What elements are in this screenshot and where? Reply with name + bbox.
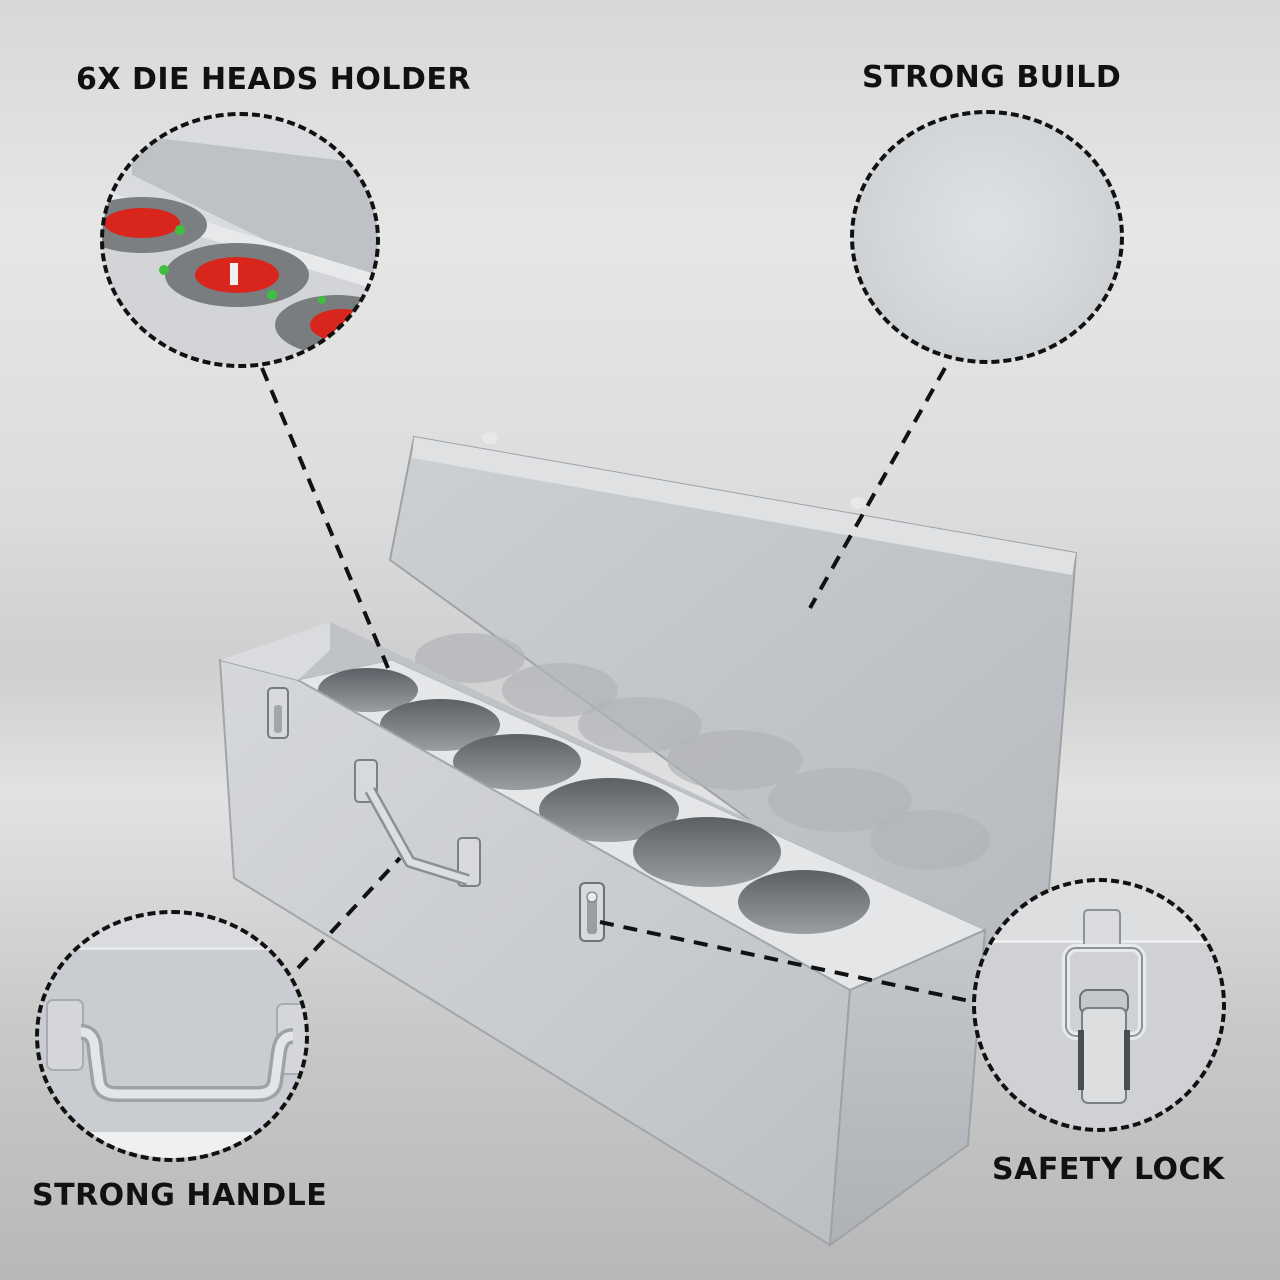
label-strong-handle: STRONG HANDLE [32,1178,328,1213]
label-die-heads-holder: 6X DIE HEADS HOLDER [76,62,471,97]
latch-left [267,687,289,739]
slot-4 [539,778,679,842]
die-head-2 [159,243,309,307]
leader-strong-handle [296,856,402,970]
latch-right [579,882,605,942]
die-head-tray [296,659,987,991]
callout-strong-build [852,112,1122,362]
slot-3 [453,734,581,790]
leader-safety-lock [599,920,975,1004]
box-end-wall [828,928,987,1248]
leader-die-heads [260,367,390,669]
callout-die-heads-holder [102,115,378,365]
die-heads-closeup [102,115,378,365]
slot-1 [318,668,418,712]
slot-2 [380,699,500,751]
label-strong-build: STRONG BUILD [862,60,1122,95]
leader-strong-build [808,367,947,609]
slot-6 [738,870,870,934]
slot-5 [633,817,781,887]
die-head-1 [102,197,207,253]
handle [354,759,481,887]
label-safety-lock: SAFETY LOCK [992,1152,1225,1187]
